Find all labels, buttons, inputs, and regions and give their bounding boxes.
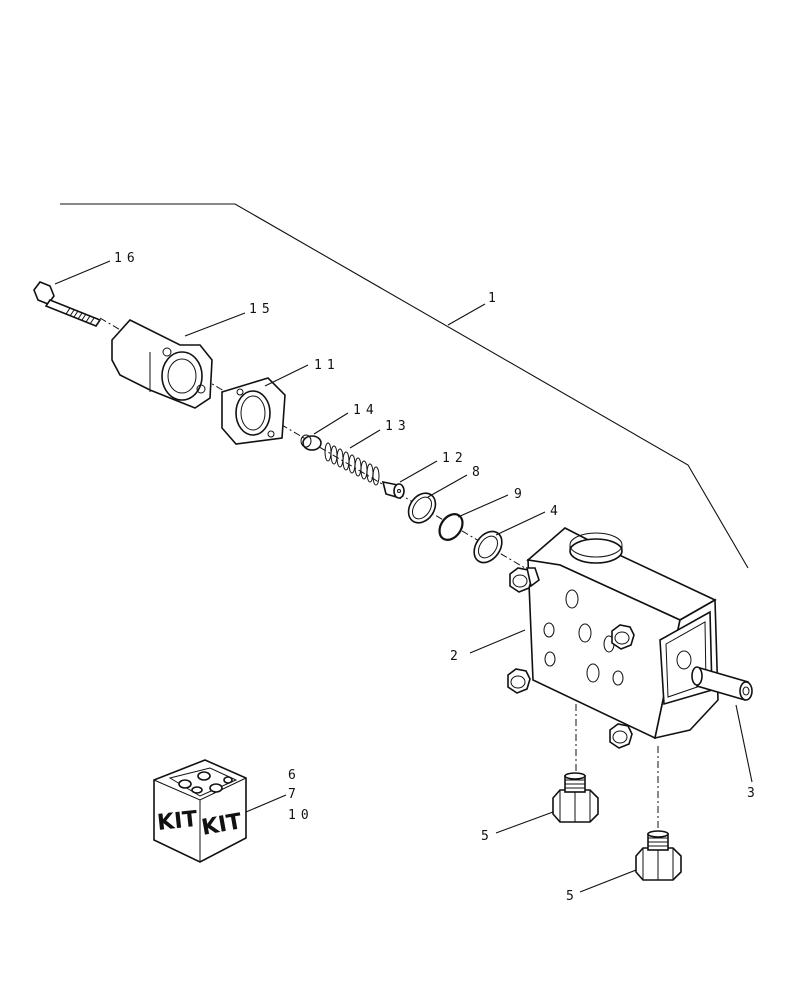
callout-4: 4 bbox=[550, 504, 563, 519]
ring-part bbox=[407, 492, 437, 524]
callout-9: 9 bbox=[514, 487, 527, 502]
callout-12: 12 bbox=[442, 451, 468, 466]
leader-2 bbox=[469, 629, 526, 654]
callout-5a: 5 bbox=[481, 829, 494, 844]
o-ring-part bbox=[438, 513, 464, 541]
valve-plug-part bbox=[381, 480, 405, 500]
leader-1 bbox=[447, 303, 486, 326]
callout-11: 11 bbox=[314, 358, 340, 373]
callout-13: 13 bbox=[385, 419, 411, 434]
leader-16 bbox=[54, 260, 111, 285]
callout-16: 16 bbox=[114, 251, 140, 266]
leader-kit bbox=[245, 794, 287, 813]
leader-3 bbox=[735, 704, 753, 783]
bolt-part bbox=[33, 281, 102, 327]
leader-8 bbox=[427, 474, 468, 498]
kit-box: KIT KIT bbox=[153, 759, 247, 863]
valve-body-part bbox=[507, 527, 719, 749]
plug-part-upper bbox=[552, 772, 599, 823]
callout-5b: 5 bbox=[566, 889, 579, 904]
leader-11 bbox=[264, 364, 309, 387]
leader-5b bbox=[579, 869, 637, 893]
assembly-bracket-line bbox=[60, 203, 749, 569]
callout-8: 8 bbox=[472, 465, 485, 480]
shaft-part bbox=[691, 666, 753, 702]
leader-15 bbox=[184, 312, 246, 337]
leader-9 bbox=[457, 494, 509, 518]
plug-part-lower bbox=[635, 830, 682, 881]
callout-10: 10 bbox=[288, 808, 314, 823]
leader-14 bbox=[313, 412, 349, 435]
callout-6: 6 bbox=[288, 768, 301, 783]
kit-label-left: KIT bbox=[156, 807, 199, 836]
washer-ring-part bbox=[473, 530, 503, 564]
leader-4 bbox=[495, 511, 546, 536]
callout-2: 2 bbox=[450, 649, 463, 664]
callout-7: 7 bbox=[288, 787, 301, 802]
leader-5a bbox=[495, 811, 554, 834]
leader-13 bbox=[349, 429, 381, 449]
callout-1: 1 bbox=[488, 291, 501, 306]
spring-seat-part bbox=[300, 434, 322, 451]
callout-3: 3 bbox=[747, 786, 760, 801]
leader-12 bbox=[399, 460, 438, 483]
spring-part bbox=[324, 442, 380, 486]
gasket-part bbox=[221, 377, 286, 445]
callout-15: 15 bbox=[249, 302, 275, 317]
callout-14: 14 bbox=[353, 403, 379, 418]
housing-cover-part bbox=[111, 319, 213, 409]
